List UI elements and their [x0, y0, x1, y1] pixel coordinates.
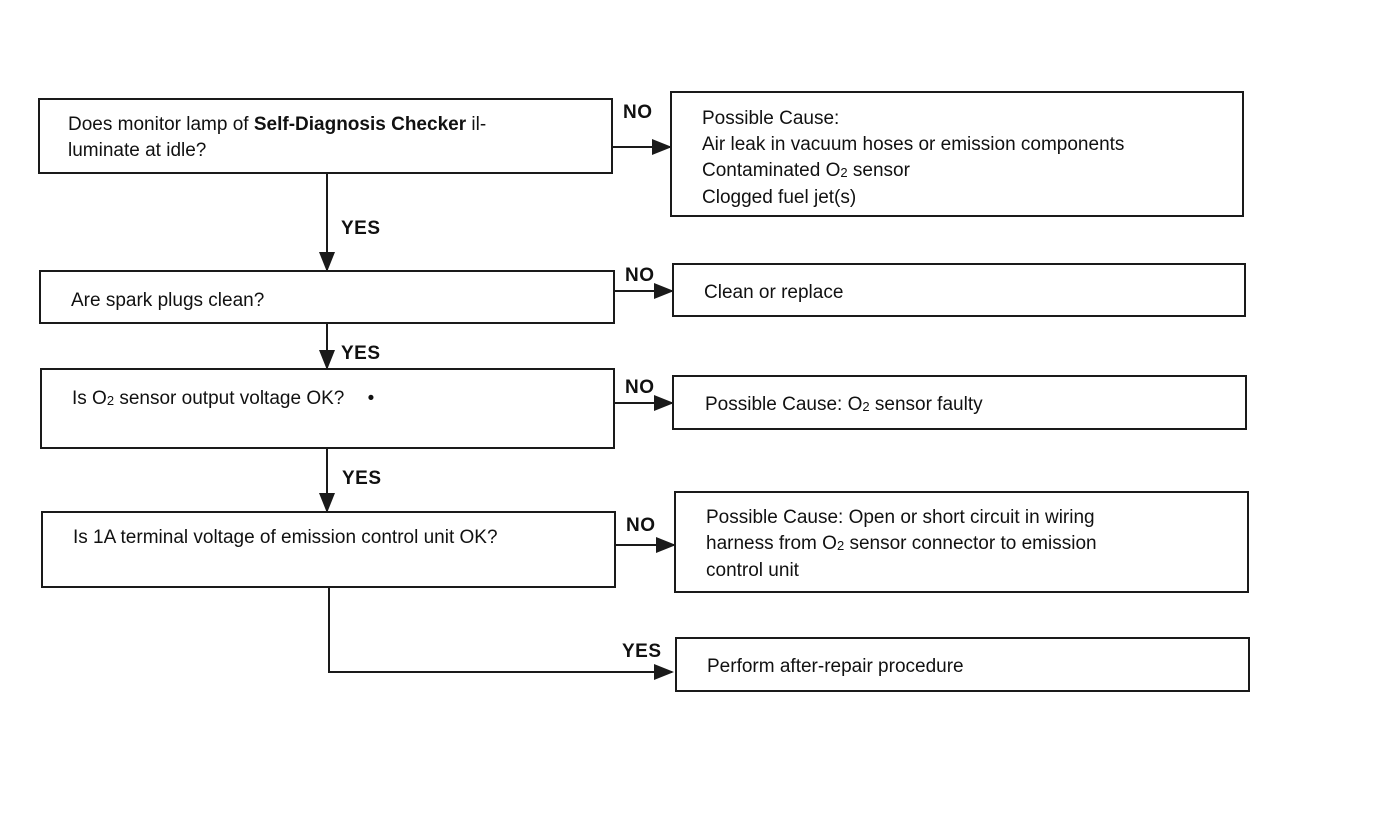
- question-box-lamp: Does monitor lamp of Self-Diagnosis Chec…: [38, 98, 613, 174]
- r5-text: Perform after-repair procedure: [707, 656, 964, 677]
- no-label-3: NO: [625, 377, 655, 398]
- q1-text-suffix: il-: [466, 114, 487, 135]
- yes-label-2: YES: [341, 343, 381, 364]
- q1-text-prefix: Does monitor lamp of: [68, 114, 254, 135]
- r4-line2-sub: 2: [836, 538, 845, 553]
- r1-line1: Air leak in vacuum hoses or emission com…: [702, 134, 1125, 155]
- yes-label-1: YES: [341, 218, 381, 239]
- question-box-o2-voltage: Is O2 sensor output voltage OK? •: [40, 368, 615, 449]
- r4-line3: control unit: [706, 560, 799, 581]
- result-box-possible-causes: Possible Cause: Air leak in vacuum hoses…: [670, 91, 1244, 217]
- q3-mark: •: [367, 388, 375, 409]
- q3-text-prefix: Is O: [72, 388, 107, 409]
- r3-text-suffix: sensor faulty: [869, 394, 983, 415]
- r1-line2-suffix: sensor: [847, 160, 910, 181]
- r1-line3: Clogged fuel jet(s): [702, 187, 857, 208]
- result-box-clean-replace: Clean or replace: [672, 263, 1246, 317]
- yes-label-4: YES: [622, 641, 662, 662]
- no-label-1: NO: [623, 102, 653, 123]
- r1-line2-prefix: Contaminated O: [702, 160, 841, 181]
- r3-text-sub: 2: [862, 399, 870, 414]
- yes-arrow-4: [328, 587, 674, 680]
- question-box-1a-terminal: Is 1A terminal voltage of emission contr…: [41, 511, 616, 588]
- r1-title: Possible Cause:: [702, 108, 840, 129]
- result-box-wiring-harness: Possible Cause: Open or short circuit in…: [674, 491, 1249, 593]
- r2-text: Clean or replace: [704, 282, 844, 303]
- no-label-4: NO: [626, 515, 656, 536]
- q1-text-line2: luminate at idle?: [68, 140, 207, 161]
- q2-text: Are spark plugs clean?: [71, 290, 265, 311]
- yes-label-3: YES: [342, 468, 382, 489]
- q4-text: Is 1A terminal voltage of emission contr…: [73, 527, 498, 548]
- question-box-spark-plugs: Are spark plugs clean?: [39, 270, 615, 324]
- r4-line1: Possible Cause: Open or short circuit in…: [706, 507, 1095, 528]
- q1-text-bold: Self-Diagnosis Checker: [253, 114, 467, 135]
- r4-line2-prefix: harness from O: [706, 533, 837, 554]
- q3-text-sub: 2: [106, 393, 115, 408]
- result-box-o2-faulty: Possible Cause: O2 sensor faulty: [672, 375, 1247, 430]
- r3-text-prefix: Possible Cause: O: [705, 394, 863, 415]
- result-box-after-repair: Perform after-repair procedure: [675, 637, 1250, 692]
- no-label-2: NO: [625, 265, 655, 286]
- r4-line2-suffix: sensor connector to emission: [844, 533, 1097, 554]
- q3-text-suffix: sensor output voltage OK?: [114, 388, 345, 409]
- r1-line2-sub: 2: [840, 165, 848, 180]
